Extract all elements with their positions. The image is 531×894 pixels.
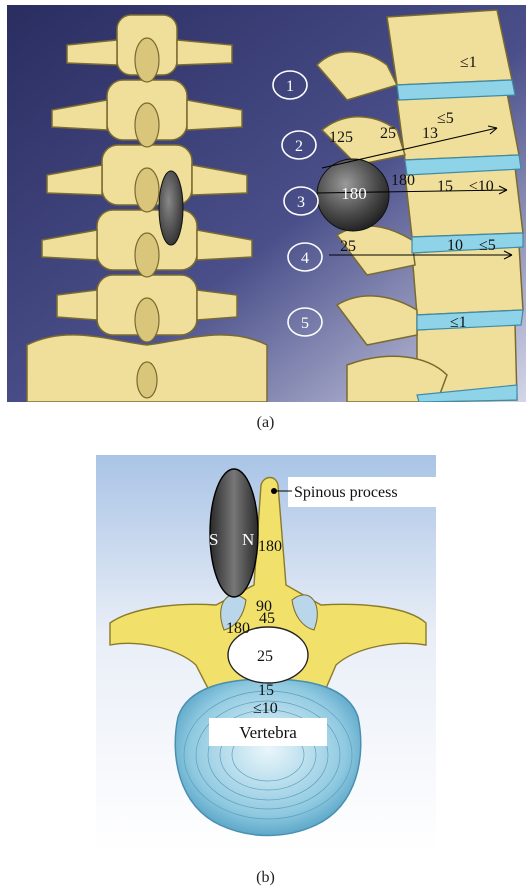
label-le10: ≤10 — [469, 178, 494, 195]
spinous-process-label: Spinous process — [294, 484, 398, 501]
label-25: 25 — [257, 648, 273, 665]
level-number-3: 3 — [297, 194, 305, 211]
label-s: S — [209, 530, 218, 549]
level-number-1: 1 — [286, 78, 294, 95]
label-le5-lower: ≤5 — [479, 237, 496, 254]
label-le1-bottom: ≤1 — [450, 314, 467, 331]
label-180-right: 180 — [391, 172, 415, 189]
label-180-right: 180 — [258, 538, 282, 555]
panel-b-figure: Spinous process 90 180 45 25 15 ≤10 180 … — [96, 455, 436, 853]
vertebra-label: Vertebra — [239, 723, 297, 742]
label-13: 13 — [422, 125, 438, 142]
level-number-2: 2 — [295, 138, 303, 155]
label-n: N — [242, 530, 254, 549]
label-le1-top: ≤1 — [460, 54, 477, 71]
label-25-lower: 25 — [340, 238, 356, 255]
label-45: 45 — [259, 610, 275, 627]
spinous-process-dot — [271, 488, 277, 494]
posterior-tumor-oval — [159, 171, 183, 245]
caption-b: (b) — [0, 869, 531, 887]
label-15: 15 — [258, 682, 274, 699]
level-number-5: 5 — [301, 315, 309, 332]
label-180-left: 180 — [226, 620, 250, 637]
label-125: 125 — [329, 129, 353, 146]
label-25-upper: 25 — [380, 125, 396, 142]
label-180-circle: 180 — [341, 184, 367, 203]
level-number-4: 4 — [301, 250, 309, 267]
label-10: 10 — [447, 237, 463, 254]
label-le10: ≤10 — [253, 700, 278, 717]
panel-a-figure: 1 2 3 4 5 ≤1 ≤5 125 25 13 180 15 ≤10 25 … — [7, 5, 526, 402]
label-15: 15 — [437, 178, 453, 195]
caption-a: (a) — [0, 414, 531, 432]
label-le5-upper: ≤5 — [437, 110, 454, 127]
